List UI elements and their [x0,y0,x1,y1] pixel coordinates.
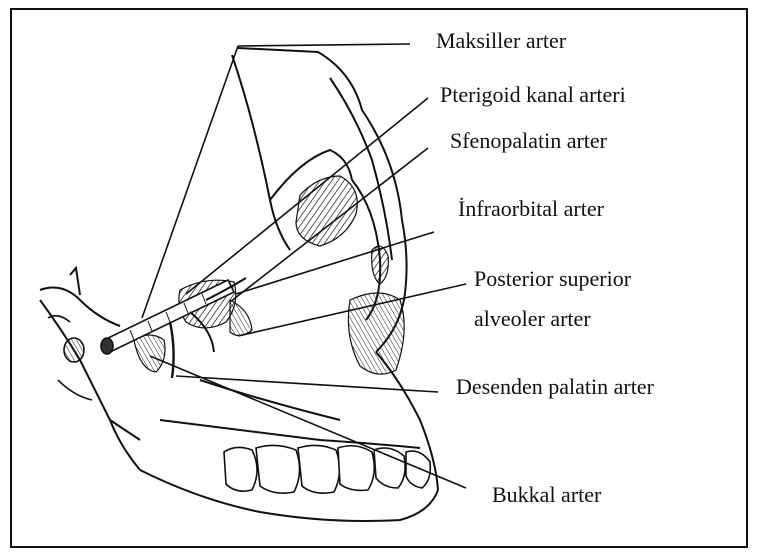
leader-infraorbital [236,232,434,294]
label-bukkal-arter: Bukkal arter [492,482,601,508]
label-maksiller-arter: Maksiller arter [436,28,566,54]
label-infraorbital-arter: İnfraorbital arter [458,196,604,222]
leader-maksiller-down [142,46,238,318]
leader-pterigoid [186,98,428,294]
leader-lines [142,44,466,488]
label-alveoler-arter: alveoler arter [474,306,591,332]
label-sfenopalatin-arter: Sfenopalatin arter [450,128,607,154]
hatched-regions [134,176,404,374]
leader-maksiller [238,44,410,46]
leader-sfenopalatin [230,148,428,302]
label-posterior-superior: Posterior superior [474,266,631,292]
teeth [224,445,430,493]
label-pterigoid-kanal-arteri: Pterigoid kanal arteri [440,82,626,108]
maxillary-artery-vessel [101,278,246,378]
label-desenden-palatin-arter: Desenden palatin arter [456,374,654,400]
nasal-region [48,316,92,400]
